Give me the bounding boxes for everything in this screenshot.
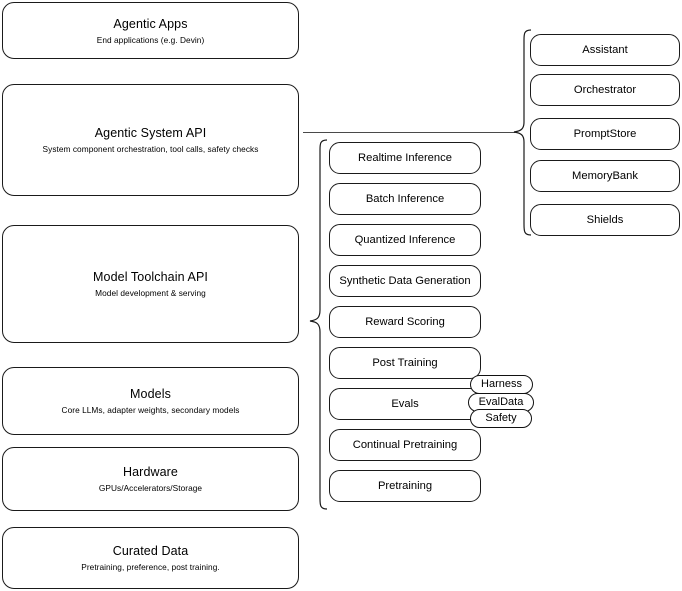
component-label: PromptStore (573, 128, 637, 140)
capability-label: Batch Inference (365, 193, 445, 205)
capability-box-quantized-inference[interactable]: Quantized Inference (329, 224, 481, 256)
layer-title: Model Toolchain API (93, 270, 208, 284)
component-label: MemoryBank (572, 170, 638, 182)
layer-subtitle: Model development & serving (95, 288, 206, 298)
capability-label: Synthetic Data Generation (339, 275, 471, 287)
layer-box-models[interactable]: Models Core LLMs, adapter weights, secon… (2, 367, 299, 435)
evals-tag-label: Safety (485, 412, 517, 424)
layer-title: Curated Data (112, 544, 189, 558)
capability-box-realtime-inference[interactable]: Realtime Inference (329, 142, 481, 174)
capability-box-reward-scoring[interactable]: Reward Scoring (329, 306, 481, 338)
layer-box-agentic-apps[interactable]: Agentic Apps End applications (e.g. Devi… (2, 2, 299, 59)
capability-label: Realtime Inference (358, 152, 452, 164)
component-box-assistant[interactable]: Assistant (530, 34, 680, 66)
evals-tag-safety[interactable]: Safety (470, 409, 532, 428)
evals-tag-label: Harness (481, 378, 522, 390)
layer-title: Models (130, 387, 171, 401)
layer-subtitle: End applications (e.g. Devin) (96, 34, 205, 45)
layer-box-agentic-system-api[interactable]: Agentic System API System component orch… (2, 84, 299, 196)
connector-system-api-to-components (303, 132, 515, 133)
layer-title: Hardware (123, 465, 178, 479)
layer-subtitle: Pretraining, preference, post training. (81, 562, 220, 572)
bracket-system-components (513, 29, 532, 236)
evals-tag-label: EvalData (478, 396, 524, 408)
component-label: Assistant (582, 44, 628, 56)
layer-title: Agentic Apps (113, 16, 188, 31)
bracket-toolchain-capabilities (309, 139, 328, 510)
capability-box-post-training[interactable]: Post Training (329, 347, 481, 379)
capability-box-continual-pretraining[interactable]: Continual Pretraining (329, 429, 481, 461)
layer-box-model-toolchain-api[interactable]: Model Toolchain API Model development & … (2, 225, 299, 343)
component-label: Shields (586, 214, 624, 226)
component-box-orchestrator[interactable]: Orchestrator (530, 74, 680, 106)
capability-label: Pretraining (377, 480, 433, 492)
capability-label: Quantized Inference (354, 234, 456, 246)
capability-box-batch-inference[interactable]: Batch Inference (329, 183, 481, 215)
layer-subtitle: System component orchestration, tool cal… (42, 144, 259, 154)
capability-label: Evals (391, 398, 419, 410)
layer-subtitle: Core LLMs, adapter weights, secondary mo… (61, 405, 240, 415)
component-box-promptstore[interactable]: PromptStore (530, 118, 680, 150)
capability-box-synthetic-data-generation[interactable]: Synthetic Data Generation (329, 265, 481, 297)
component-box-memorybank[interactable]: MemoryBank (530, 160, 680, 192)
capability-label: Continual Pretraining (352, 439, 458, 451)
component-label: Orchestrator (573, 84, 637, 96)
layer-subtitle: GPUs/Accelerators/Storage (98, 483, 203, 493)
layer-box-hardware[interactable]: Hardware GPUs/Accelerators/Storage (2, 447, 299, 511)
capability-box-evals[interactable]: Evals (329, 388, 481, 420)
component-box-shields[interactable]: Shields (530, 204, 680, 236)
layer-title: Agentic System API (94, 126, 207, 140)
evals-tag-harness[interactable]: Harness (470, 375, 533, 394)
capability-label: Reward Scoring (365, 316, 445, 328)
layer-box-curated-data[interactable]: Curated Data Pretraining, preference, po… (2, 527, 299, 589)
capability-label: Post Training (372, 357, 438, 369)
capability-box-pretraining[interactable]: Pretraining (329, 470, 481, 502)
